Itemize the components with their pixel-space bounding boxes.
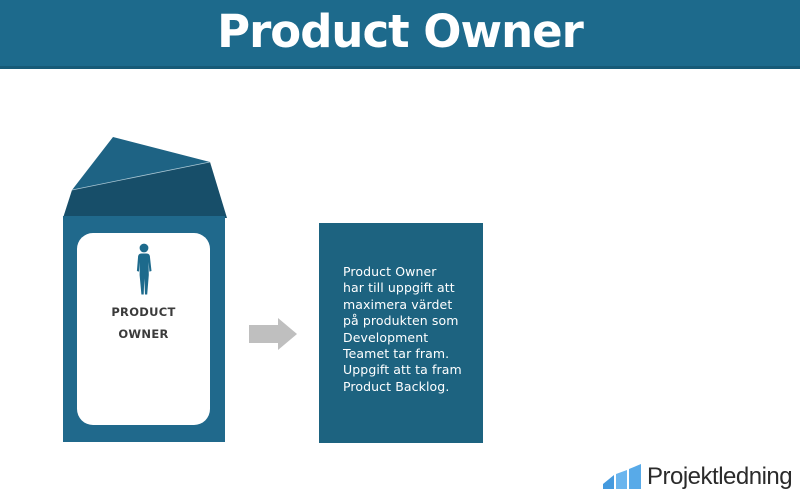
ascending-bars-logo-icon (603, 464, 641, 489)
card-label-line1: PRODUCT (111, 305, 176, 319)
description-box: Product Owner har till uppgift att maxim… (319, 223, 483, 443)
card-label-line2: OWNER (118, 327, 169, 341)
envelope-flap-inner (63, 162, 227, 218)
right-arrow-icon (249, 318, 297, 350)
product-owner-envelope: PRODUCT OWNER (55, 125, 235, 450)
envelope-crease-line (71, 161, 211, 191)
brand-footer: Projektledning (602, 458, 793, 492)
header-banner: Product Owner (0, 0, 800, 69)
page-title: Product Owner (217, 4, 584, 58)
brand-name: Projektledning (647, 463, 793, 490)
person-silhouette-icon (136, 243, 152, 295)
card-label: PRODUCT OWNER (77, 301, 210, 345)
description-text: Product Owner har till uppgift att maxim… (343, 264, 462, 394)
product-owner-card (77, 233, 210, 425)
envelope-flap-front (72, 137, 210, 190)
envelope-graphic (63, 137, 227, 442)
